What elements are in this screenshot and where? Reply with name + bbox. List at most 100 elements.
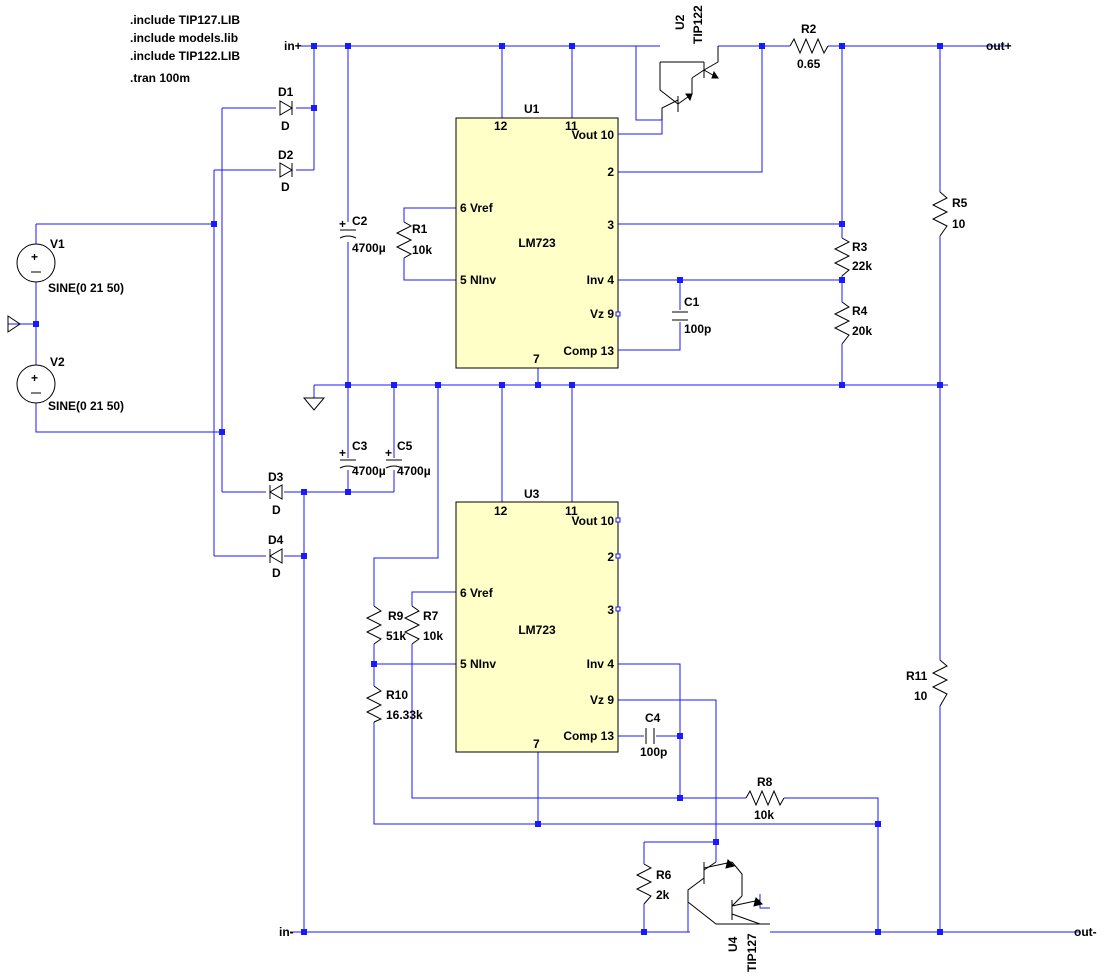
diode-d4: D4 D — [268, 533, 284, 580]
junction-dots — [33, 43, 943, 935]
u3-pin-7: 7 — [533, 737, 540, 751]
c4-ref: C4 — [645, 711, 661, 725]
directive-tran: .tran 100m — [130, 71, 190, 85]
v2-value: SINE(0 21 50) — [48, 399, 124, 413]
r6-ref: R6 — [656, 868, 672, 882]
diode-d2: D2 D — [278, 148, 294, 194]
resistor-r10: R10 16.33k — [365, 685, 423, 723]
r8-value: 10k — [754, 808, 774, 822]
diode-d3: D3 D — [268, 470, 284, 517]
d3-model: D — [272, 503, 281, 517]
d3-ref: D3 — [268, 470, 284, 484]
u3-pin-vz: Vz 9 — [590, 693, 614, 707]
u4-ref: U4 — [726, 936, 740, 952]
capacitor-c1: C1 100p — [672, 295, 711, 336]
net-label-in-plus: in+ — [284, 39, 302, 53]
u1-pin-vz: Vz 9 — [590, 307, 614, 321]
d2-ref: D2 — [278, 148, 294, 162]
voltage-source-v1: + V1 SINE(0 21 50) — [16, 237, 124, 295]
u3-model: LM723 — [518, 623, 556, 637]
d4-model: D — [272, 566, 281, 580]
r2-value: 0.65 — [797, 57, 821, 71]
u1-pin-2: 2 — [607, 165, 614, 179]
resistor-r9: R9 51k — [365, 605, 406, 645]
u3-pin-12: 12 — [494, 504, 508, 518]
diode-d1: D1 D — [278, 85, 294, 133]
u3-pin-2: 2 — [607, 550, 614, 564]
c3-ref: C3 — [352, 439, 368, 453]
capacitor-c3: + C3 4700µ — [339, 439, 386, 478]
u1-pin-7: 7 — [533, 352, 540, 366]
resistor-r11: R11 10 — [906, 659, 949, 707]
u1-pin-11: 11 — [565, 119, 578, 133]
ground-symbol-rail — [302, 397, 326, 411]
transistor-u2: U2 TIP122 — [659, 5, 719, 120]
u2-model: TIP122 — [691, 5, 705, 44]
r11-value: 10 — [914, 689, 928, 703]
u1-pin-12: 12 — [494, 119, 508, 133]
voltage-source-v2: + V2 SINE(0 21 50) — [16, 355, 124, 413]
u1-pin-vout: Vout 10 — [572, 128, 615, 142]
r9-value: 51k — [386, 629, 406, 643]
c2-value: 4700µ — [352, 241, 386, 255]
u3-pin-comp: Comp 13 — [563, 729, 614, 743]
svg-text:+: + — [339, 446, 346, 460]
ic-u3: U3 LM723 12 11 Vout 10 2 3 6 Vref 5 NInv… — [455, 487, 621, 753]
r6-value: 2k — [656, 888, 670, 902]
net-label-out-minus: out- — [1074, 925, 1097, 939]
svg-text:+: + — [31, 371, 38, 385]
u2-ref: U2 — [673, 14, 687, 30]
u3-pin-3: 3 — [607, 603, 614, 617]
d4-ref: D4 — [268, 533, 284, 547]
u1-ref: U1 — [524, 102, 540, 116]
u3-pin-11: 11 — [565, 504, 578, 518]
u3-pin-inv: Inv 4 — [587, 657, 615, 671]
c2-ref: C2 — [352, 214, 368, 228]
svg-text:+: + — [31, 250, 38, 264]
r5-ref: R5 — [952, 196, 968, 210]
d2-model: D — [281, 180, 290, 194]
directive-include-tip122: .include TIP122.LIB — [130, 49, 240, 63]
r5-value: 10 — [952, 217, 966, 231]
svg-text:+: + — [385, 446, 392, 460]
r10-value: 16.33k — [386, 708, 423, 722]
u1-model: LM723 — [518, 236, 556, 250]
u3-pin-vref: 6 Vref — [460, 586, 494, 600]
r1-value: 10k — [412, 243, 432, 257]
v1-value: SINE(0 21 50) — [48, 281, 124, 295]
u4-model: TIP127 — [745, 933, 759, 972]
r11-ref: R11 — [906, 669, 928, 683]
capacitor-c2: + C2 4700µ — [339, 214, 386, 255]
net-label-out-plus: out+ — [986, 39, 1012, 53]
u1-pin-comp: Comp 13 — [563, 344, 614, 358]
c5-ref: C5 — [397, 439, 413, 453]
r3-value: 22k — [852, 259, 872, 273]
resistor-r3: R3 22k — [833, 237, 872, 277]
r3-ref: R3 — [852, 240, 868, 254]
r10-ref: R10 — [386, 688, 408, 702]
r8-ref: R8 — [757, 775, 773, 789]
c4-value: 100p — [640, 745, 667, 759]
u1-pin-ninv: 5 NInv — [460, 273, 496, 287]
directive-include-models: .include models.lib — [130, 31, 238, 45]
r7-value: 10k — [423, 629, 443, 643]
u1-pin-vref: 6 Vref — [460, 201, 494, 215]
resistor-r4: R4 20k — [833, 301, 872, 345]
resistor-r5: R5 10 — [931, 191, 968, 237]
directive-include-tip127: .include TIP127.LIB — [130, 13, 240, 27]
net-label-in-minus: in- — [279, 925, 294, 939]
capacitor-c4: C4 100p — [640, 711, 667, 759]
resistor-r7: R7 10k — [403, 605, 443, 645]
resistor-r2: R2 0.65 — [789, 22, 829, 71]
v2-ref: V2 — [50, 355, 65, 369]
transistor-u4: U4 TIP127 — [687, 859, 770, 972]
c1-ref: C1 — [684, 295, 700, 309]
u1-pin-3: 3 — [607, 218, 614, 232]
resistor-r6: R6 2k — [635, 863, 672, 905]
v1-ref: V1 — [50, 237, 65, 251]
ground-symbol-left — [7, 315, 21, 333]
u3-pin-vout: Vout 10 — [572, 514, 615, 528]
r2-ref: R2 — [801, 22, 817, 36]
r1-ref: R1 — [412, 222, 428, 236]
